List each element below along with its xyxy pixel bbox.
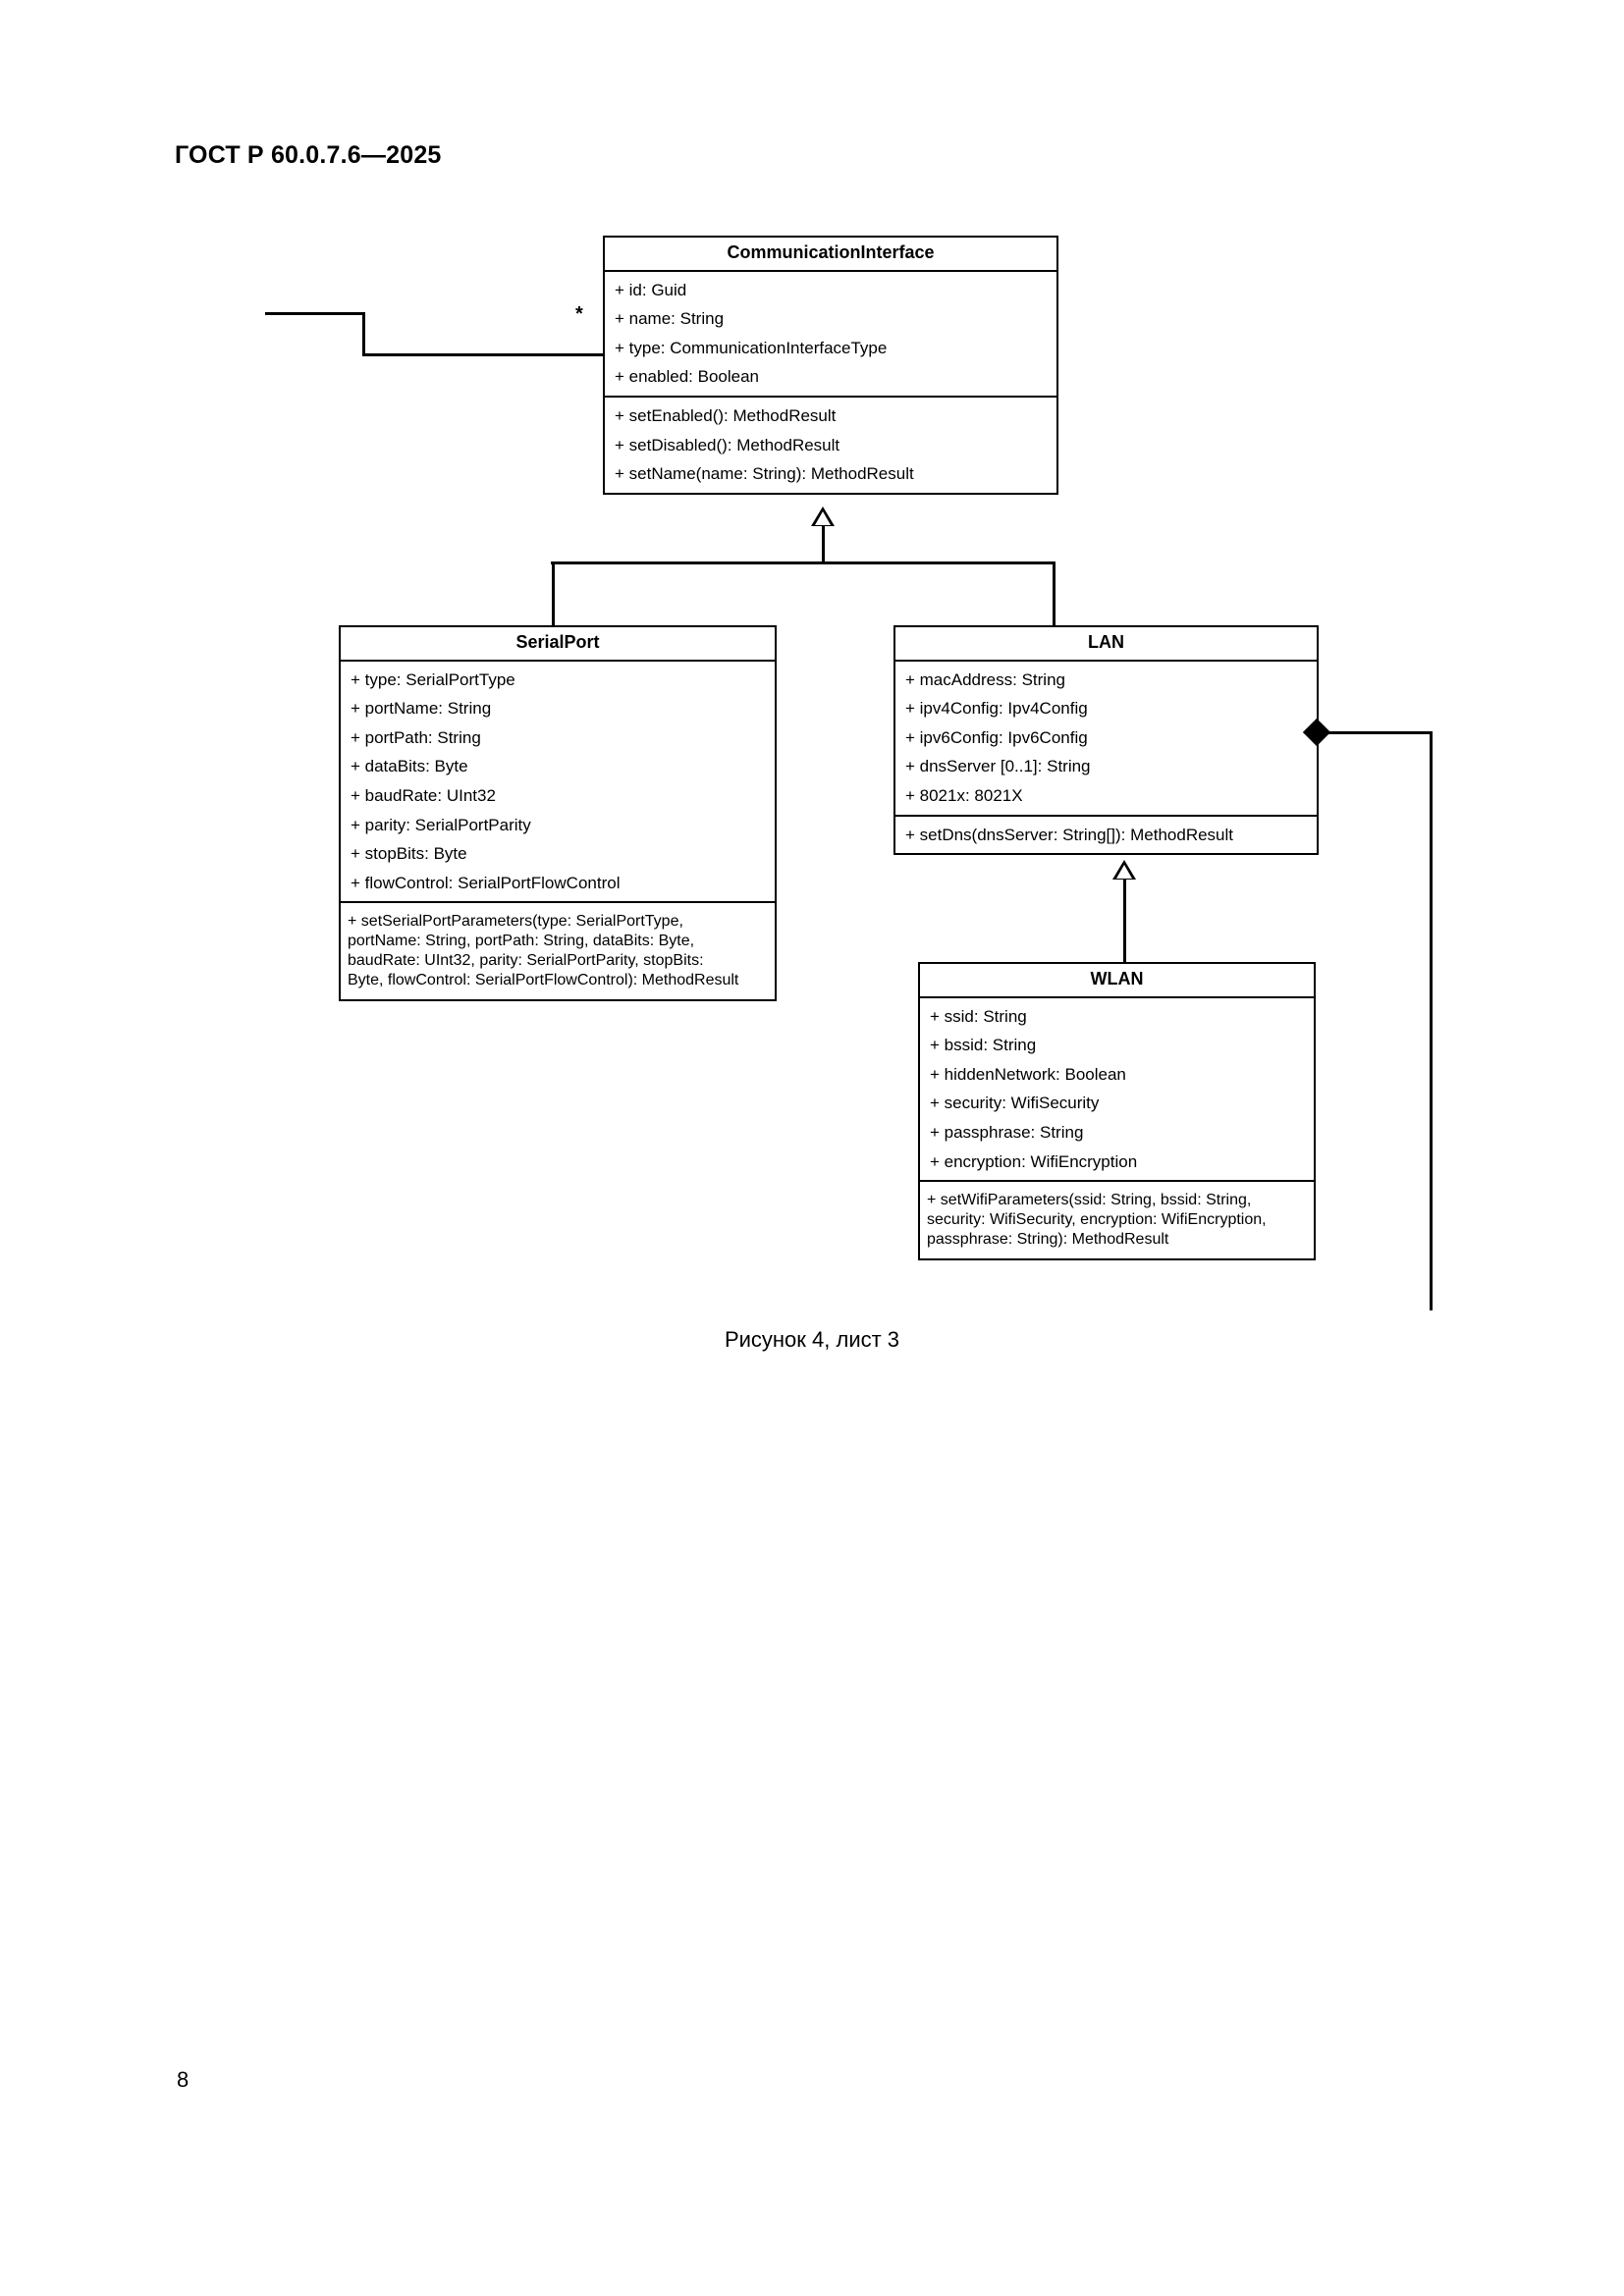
- uml-class-serialport[interactable]: SerialPort + type: SerialPortType + port…: [339, 625, 777, 1002]
- uml-method-row: + setName(name: String): MethodResult: [615, 464, 914, 484]
- association-line-segment-2: [362, 312, 365, 355]
- uml-attribute-row: + portPath: String: [351, 727, 481, 747]
- uml-class-title: WLAN: [920, 964, 1314, 998]
- uml-methods-compartment: + setWifiParameters(ssid: String, bssid:…: [920, 1180, 1314, 1258]
- composition-line-vertical: [1430, 731, 1433, 1310]
- uml-attribute-row: + stopBits: Byte: [351, 844, 467, 864]
- uml-methods-compartment: + setEnabled(): MethodResult + setDisabl…: [605, 395, 1056, 493]
- uml-attribute-row: + parity: SerialPortParity: [351, 815, 531, 834]
- uml-method-row: + setDisabled(): MethodResult: [615, 435, 840, 454]
- uml-attribute-row: + passphrase: String: [930, 1122, 1084, 1142]
- uml-methods-compartment: + setDns(dnsServer: String[]): MethodRes…: [895, 814, 1317, 854]
- uml-class-title: SerialPort: [341, 627, 775, 662]
- uml-class-title: CommunicationInterface: [605, 238, 1056, 272]
- uml-attributes-compartment: + type: SerialPortType + portName: Strin…: [341, 662, 775, 901]
- association-multiplicity-label: *: [575, 303, 583, 325]
- uml-attribute-row: + macAddress: String: [905, 669, 1065, 689]
- uml-class-title: LAN: [895, 627, 1317, 662]
- uml-attribute-row: + name: String: [615, 309, 725, 329]
- association-line-segment-1: [265, 312, 365, 315]
- uml-class-lan[interactable]: LAN + macAddress: String + ipv4Config: I…: [893, 625, 1319, 856]
- uml-attributes-compartment: + id: Guid + name: String + type: Commun…: [605, 272, 1056, 396]
- uml-attribute-row: + hiddenNetwork: Boolean: [930, 1064, 1126, 1084]
- uml-attributes-compartment: + ssid: String + bssid: String + hiddenN…: [920, 998, 1314, 1180]
- uml-attribute-row: + ipv4Config: Ipv4Config: [905, 699, 1088, 719]
- figure-caption: Рисунок 4, лист 3: [724, 1327, 900, 1352]
- uml-attribute-row: + 8021x: 8021X: [905, 785, 1023, 805]
- uml-attribute-row: + enabled: Boolean: [615, 367, 759, 387]
- composition-line-horizontal: [1325, 731, 1433, 734]
- generalization-branch-bar: [551, 561, 1056, 564]
- page-number: 8: [177, 2067, 189, 2092]
- uml-method-row: + setEnabled(): MethodResult: [615, 405, 837, 425]
- association-line-segment-3: [362, 353, 606, 356]
- uml-attribute-row: + dnsServer [0..1]: String: [905, 757, 1091, 776]
- generalization-drop-to-serialport: [552, 561, 555, 628]
- uml-attribute-row: + type: SerialPortType: [351, 669, 515, 689]
- uml-attribute-row: + bssid: String: [930, 1036, 1037, 1055]
- uml-method-row: + setSerialPortParameters(type: SerialPo…: [348, 913, 739, 989]
- uml-attribute-row: + ipv6Config: Ipv6Config: [905, 727, 1088, 747]
- uml-attribute-row: + encryption: WifiEncryption: [930, 1151, 1138, 1171]
- uml-attribute-row: + security: WifiSecurity: [930, 1094, 1100, 1113]
- uml-class-communicationinterface[interactable]: CommunicationInterface + id: Guid + name…: [603, 236, 1058, 495]
- uml-attribute-row: + portName: String: [351, 699, 492, 719]
- uml-attribute-row: + flowControl: SerialPortFlowControl: [351, 873, 621, 892]
- generalization-stem-wlan-to-lan: [1123, 878, 1126, 964]
- uml-attributes-compartment: + macAddress: String + ipv4Config: Ipv4C…: [895, 662, 1317, 815]
- uml-method-row: + setDns(dnsServer: String[]): MethodRes…: [905, 825, 1233, 844]
- generalization-drop-to-lan: [1053, 561, 1056, 628]
- uml-attribute-row: + id: Guid: [615, 280, 687, 299]
- generalization-stem-vertical: [822, 524, 825, 563]
- document-header: ГОСТ Р 60.0.7.6—2025: [175, 141, 442, 169]
- uml-attribute-row: + type: CommunicationInterfaceType: [615, 338, 888, 357]
- uml-attribute-row: + baudRate: UInt32: [351, 785, 496, 805]
- uml-attribute-row: + ssid: String: [930, 1006, 1027, 1026]
- generalization-arrowhead-to-communicationinterface: [811, 507, 835, 526]
- uml-class-wlan[interactable]: WLAN + ssid: String + bssid: String + hi…: [918, 962, 1316, 1261]
- generalization-arrowhead-to-lan: [1112, 860, 1136, 880]
- uml-methods-compartment: + setSerialPortParameters(type: SerialPo…: [341, 901, 775, 999]
- uml-attribute-row: + dataBits: Byte: [351, 757, 468, 776]
- uml-method-row: + setWifiParameters(ssid: String, bssid:…: [927, 1192, 1267, 1249]
